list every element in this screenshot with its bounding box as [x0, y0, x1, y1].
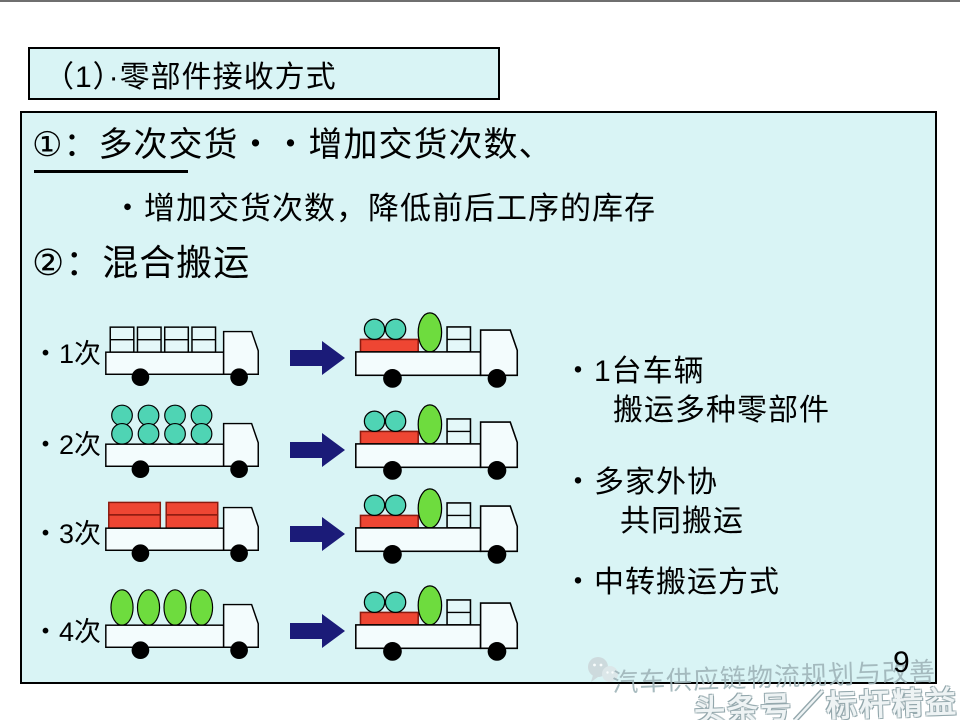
truck-mixed-cargo [355, 404, 519, 480]
right-arrow-icon [290, 341, 345, 375]
bullet-2-line-1: ・多家外协 [563, 466, 718, 499]
bullet-3-line-1: ・中转搬运方式 [563, 566, 780, 599]
heading-2: ・增加交货次数，降低前后工序的库存 [112, 191, 656, 226]
truck-single-cargo-circles [105, 404, 259, 479]
row-label-4: ・4次 [32, 617, 102, 647]
heading-1-underline [34, 170, 188, 173]
heading-3: ②：混合搬运 [32, 242, 251, 283]
row-label-3: ・3次 [32, 519, 102, 549]
row-label-2: ・2次 [32, 430, 102, 460]
bullet-2-line-2: 共同搬运 [620, 505, 744, 538]
right-arrow-icon [290, 517, 345, 551]
right-arrow-icon [290, 614, 345, 648]
truck-single-cargo-boxes [105, 326, 259, 387]
heading-1: ①：多次交货・・增加交货次数、 [32, 126, 554, 164]
truck-mixed-cargo [355, 312, 519, 388]
slide-title-box: （1）·零部件接收方式 [28, 47, 500, 100]
slide-title: （1）·零部件接收方式 [44, 60, 337, 94]
page-number: 9 [893, 646, 910, 679]
wechat-icon [588, 657, 618, 682]
truck-single-cargo-red [105, 501, 259, 563]
right-arrow-icon [290, 433, 345, 467]
truck-mixed-cargo [355, 585, 519, 661]
truck-single-cargo-ovals [105, 589, 259, 660]
bullet-1-line-1: ・1台车辆 [563, 355, 705, 388]
top-border-line [0, 0, 960, 2]
bullet-1-line-2: 搬运多种零部件 [613, 394, 830, 427]
content-box: ①：多次交货・・增加交货次数、 ・增加交货次数，降低前后工序的库存 ②：混合搬运… [20, 111, 937, 684]
truck-mixed-cargo [355, 488, 519, 564]
row-label-1: ・1次 [32, 339, 102, 369]
